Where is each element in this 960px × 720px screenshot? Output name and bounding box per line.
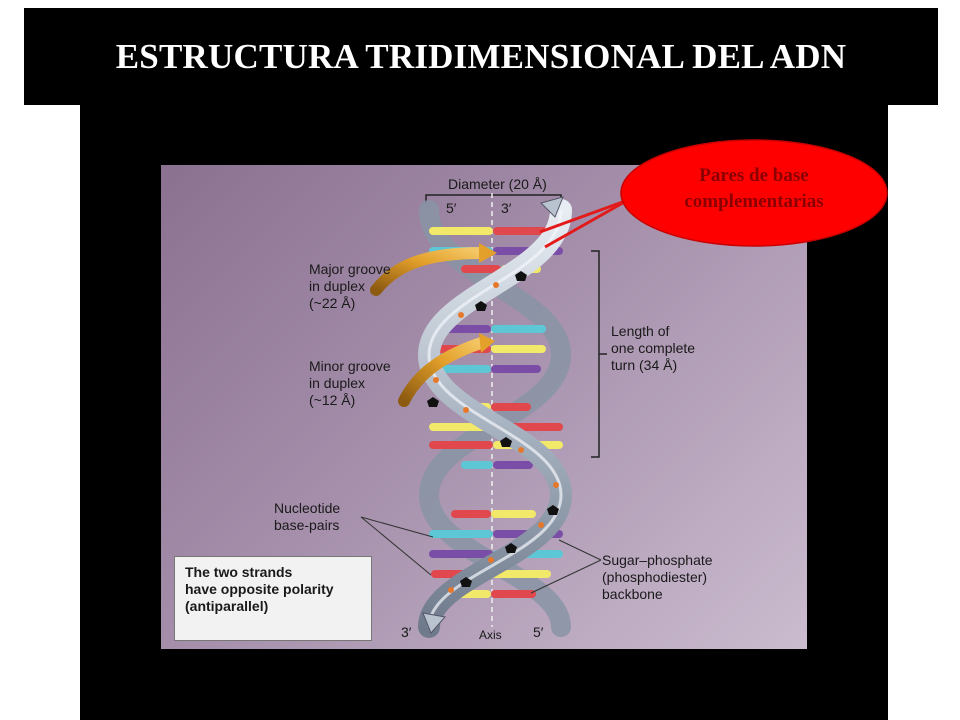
bottom-arrowhead [422, 612, 446, 634]
base-pair [429, 441, 493, 449]
base-pair [491, 570, 551, 578]
phosphate-dot [433, 377, 439, 383]
sugar-pentagon [460, 577, 472, 587]
base-pair [461, 265, 501, 273]
phosphate-dot [448, 587, 454, 593]
base-pair [493, 461, 533, 469]
sugar-pentagon [475, 301, 487, 311]
phosphate-dot [493, 282, 499, 288]
minor-groove-label: Minor groove in duplex (~12 Å) [309, 358, 391, 408]
nucleotide-pairs-label: Nucleotide base-pairs [274, 500, 341, 533]
top-5prime-label: 5′ [446, 200, 457, 216]
base-pair [429, 530, 493, 538]
phosphate-dot [488, 557, 494, 563]
slide-title: ESTRUCTURA TRIDIMENSIONAL DEL ADN [115, 36, 847, 76]
turn-length-label: Length of one complete turn (34 Å) [611, 323, 696, 373]
top-3prime-label: 3′ [501, 200, 512, 216]
base-pair [491, 590, 536, 598]
antiparallel-note: The two strands have opposite polarity (… [174, 556, 372, 641]
sugar-pentagon [505, 543, 517, 553]
leader-line [530, 559, 602, 594]
sugar-pentagon [500, 437, 512, 447]
phosphate-dot [458, 312, 464, 318]
leader-line [558, 539, 602, 561]
title-bar: ESTRUCTURA TRIDIMENSIONAL DEL ADN [24, 8, 938, 105]
base-pair [491, 365, 541, 373]
base-pair [429, 227, 493, 235]
phosphate-dot [463, 407, 469, 413]
bottom-5prime-label: 5′ [533, 624, 544, 640]
base-pair [491, 403, 531, 411]
base-pair [461, 461, 493, 469]
dna-figure: Diameter (20 Å) 5′ 3′ 3′ 5′ Axis Major g… [161, 165, 807, 649]
callout-text: Pares de base complementarias [684, 165, 824, 212]
phosphate-dot [538, 522, 544, 528]
phosphate-dot [518, 447, 524, 453]
base-pair [441, 365, 491, 373]
base-pair [429, 550, 493, 558]
callout-pointer [539, 198, 629, 234]
minor-groove-arrowhead [479, 333, 495, 353]
base-pair [491, 345, 546, 353]
axis-label: Axis [479, 628, 502, 642]
major-groove-arrow [370, 247, 487, 296]
major-groove-arrowhead [479, 243, 497, 263]
top-arrowhead [540, 196, 564, 218]
backbone-highlight [427, 209, 563, 628]
sugar-pentagon [547, 505, 559, 515]
sugar-pentagon [427, 397, 439, 407]
base-pair [491, 325, 546, 333]
leader-line [360, 516, 434, 538]
backbone-markers [427, 271, 559, 593]
callout-bubble [620, 139, 888, 247]
base-pair [451, 510, 491, 518]
antiparallel-note-text: The two strands have opposite polarity (… [185, 564, 334, 614]
turn-length-bracket [591, 250, 607, 458]
base-pair [491, 510, 536, 518]
dna-helix-diagram [360, 193, 607, 638]
phosphate-dot [553, 482, 559, 488]
bottom-3prime-label: 3′ [401, 624, 412, 640]
callout-pointer [544, 198, 629, 249]
minor-groove-arrow [398, 337, 487, 407]
sugar-pentagon [515, 271, 527, 281]
major-groove-label: Major groove in duplex (~22 Å) [309, 261, 391, 311]
diameter-label: Diameter (20 Å) [448, 176, 547, 192]
leader-line [360, 516, 432, 576]
backbone-label: Sugar–phosphate (phosphodiester) backbon… [602, 552, 713, 602]
